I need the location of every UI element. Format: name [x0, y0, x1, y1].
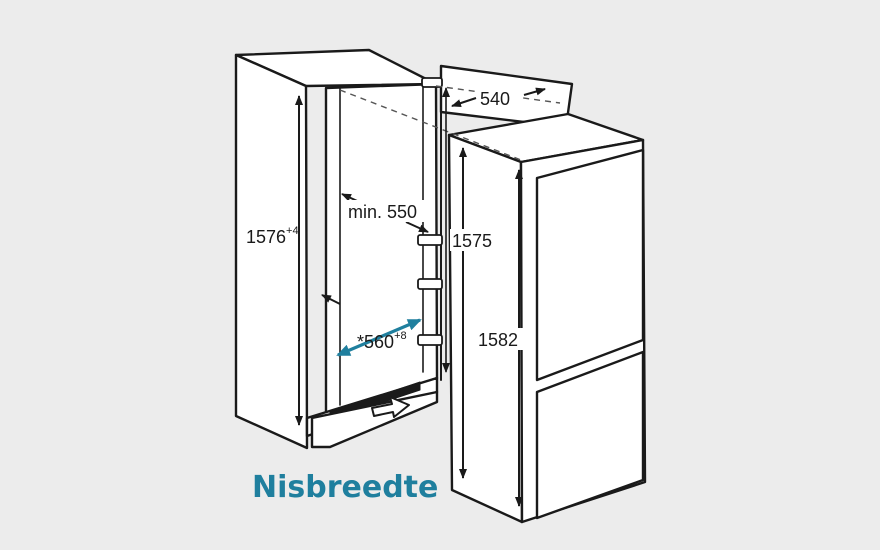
cabinet-left-side [234, 53, 309, 450]
niche-width-tolerance: +8 [394, 330, 407, 342]
min-depth-line-bottom [405, 221, 429, 233]
cabinet-right-side [324, 82, 439, 419]
niche-width-caption: Nisbreedte [252, 470, 438, 505]
min-depth-label: min. 550 [348, 202, 417, 222]
dimension-lines [295, 87, 546, 507]
niche-width-arrow [336, 318, 422, 357]
hinge-middle [417, 278, 443, 290]
hinge-height-label: 1575 [452, 231, 492, 251]
depth-guides [339, 85, 561, 161]
niche-width-prefix: * [357, 332, 364, 352]
niche-width-label: *560+8 [357, 330, 407, 352]
hinge-top [421, 77, 443, 88]
fridge-upper-door [535, 148, 645, 382]
niche-height-label: 1576+4 [246, 225, 299, 247]
door-width-line-left [451, 97, 477, 107]
door-width-line-right [523, 87, 546, 96]
hinge-lower [417, 334, 443, 346]
door-width-label: 540 [480, 89, 510, 109]
fridge-lower-door [535, 350, 645, 520]
niche-height-tolerance: +4 [286, 225, 299, 237]
fridge-appliance [447, 112, 647, 524]
niche-width-tick [321, 294, 341, 305]
airflow-arrow [371, 396, 410, 418]
appliance-height-label: 1582 [478, 330, 518, 350]
hinge-upper [417, 234, 443, 246]
